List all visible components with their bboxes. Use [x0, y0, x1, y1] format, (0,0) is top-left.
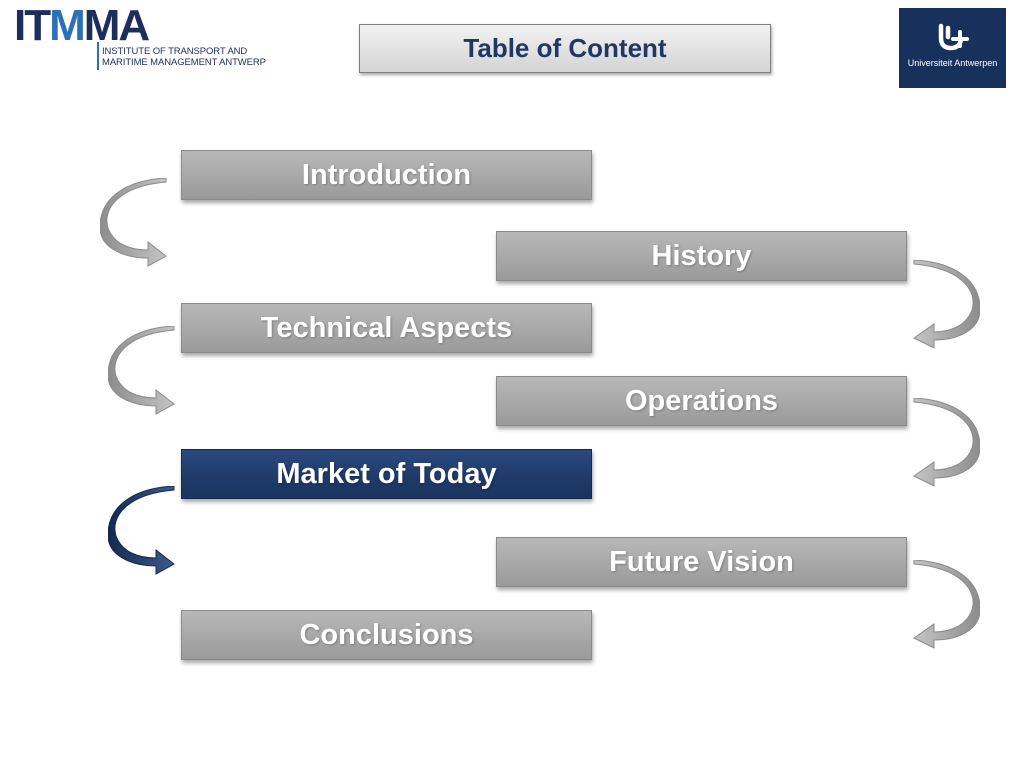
curved-arrow-icon: [913, 260, 980, 349]
itmma-subtitle: INSTITUTE OF TRANSPORT AND MARITIME MANA…: [102, 46, 266, 68]
itmma-wordmark: ITMMA: [14, 1, 150, 50]
itmma-logo: ITMMA INSTITUTE OF TRANSPORT AND MARITIM…: [14, 4, 276, 72]
curved-arrow-active-icon: [108, 486, 175, 575]
toc-item-technical-aspects[interactable]: Technical Aspects: [181, 303, 592, 353]
wordmark-part-1: IT: [14, 1, 51, 50]
itmma-subtitle-line-1: INSTITUTE OF TRANSPORT AND: [102, 46, 248, 57]
toc-item-future-vision[interactable]: Future Vision: [496, 537, 907, 587]
curved-arrow-icon: [913, 398, 980, 487]
ua-logo-text: Universiteit Antwerpen: [907, 58, 998, 68]
wordmark-part-3: MA: [83, 1, 150, 50]
toc-item-history[interactable]: History: [496, 231, 907, 281]
curved-arrow-icon: [108, 326, 175, 415]
toc-item-introduction[interactable]: Introduction: [181, 150, 592, 200]
curved-arrow-icon: [100, 178, 167, 267]
ua-emblem-icon: [938, 23, 969, 51]
page-title: Table of Content: [359, 24, 771, 73]
wordmark-part-2: M: [49, 1, 86, 50]
logo-divider: [97, 42, 99, 70]
universiteit-antwerpen-logo: Universiteit Antwerpen: [899, 8, 1006, 88]
itmma-subtitle-line-2: MARITIME MANAGEMENT ANTWERP: [102, 57, 266, 68]
toc-item-market-of-today[interactable]: Market of Today: [181, 449, 592, 499]
curved-arrow-icon: [913, 560, 980, 649]
toc-item-operations[interactable]: Operations: [496, 376, 907, 426]
toc-item-conclusions[interactable]: Conclusions: [181, 610, 592, 660]
